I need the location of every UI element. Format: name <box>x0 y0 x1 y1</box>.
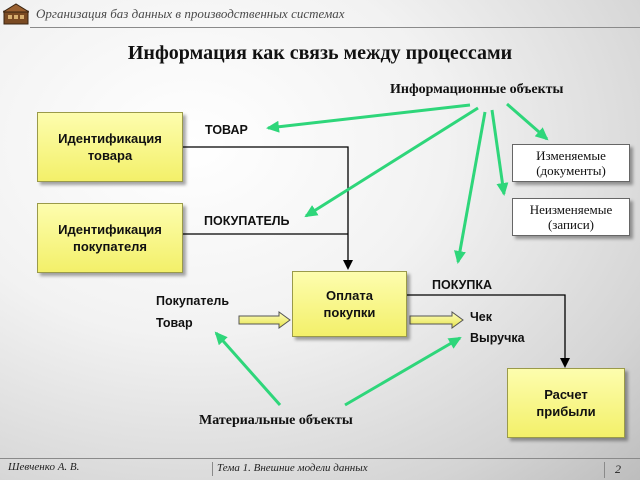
arrow-to-tovar <box>266 103 471 133</box>
block-arrow-out <box>409 311 464 329</box>
header-divider <box>30 27 640 28</box>
header: Организация баз данных в производственны… <box>0 0 640 30</box>
page-number: 2 <box>604 462 631 478</box>
label-pokupka: ПОКУПКА <box>432 278 493 292</box>
box-ident-tovar-line1: Идентификация <box>58 131 162 146</box>
arrow-to-pokupka <box>454 111 487 264</box>
label-pokupatel: ПОКУПАТЕЛЬ <box>204 214 290 228</box>
page-title: Информация как связь между процессами <box>127 42 513 64</box>
arrow-to-pokupatel <box>304 106 479 218</box>
box-raschet: Расчет прибыли <box>507 368 625 438</box>
label-tovar: ТОВАР <box>205 123 248 137</box>
box-raschet-line1: Расчет <box>544 387 588 402</box>
line-oplata-to-raschet <box>406 294 570 368</box>
material-object-arrows <box>214 331 462 407</box>
box-ident-pokupatel-line2: покупателя <box>72 239 148 254</box>
label-input-pokupatel: Покупатель <box>156 294 230 308</box>
footer-divider <box>0 458 640 459</box>
box-izmenyaemye: Изменяемые(документы) <box>512 144 630 182</box>
label-material-objects: Материальные объекты <box>199 413 353 428</box>
box-neizmenyaemye-line2: (записи) <box>547 217 595 232</box>
label-output-chek: Чек <box>470 310 492 324</box>
flow-lines <box>182 146 570 368</box>
box-izmenyaemye-line2: (документы) <box>536 163 606 178</box>
block-arrow-in <box>238 311 291 329</box>
box-izmenyaemye-line1: Изменяемые <box>536 148 606 163</box>
box-raschet-line2: прибыли <box>536 404 596 419</box>
arrow-to-outputs <box>344 336 462 407</box>
label-output-vyruchka: Выручка <box>470 331 525 345</box>
arrow-to-neizmenyaemye <box>490 109 509 196</box>
box-oplata-line2: покупки <box>323 305 376 320</box>
info-object-arrows <box>266 102 549 264</box>
label-input-tovar: Товар <box>156 316 193 330</box>
arrow-to-inputs <box>214 331 282 406</box>
header-title: Организация баз данных в производственны… <box>36 6 345 21</box>
footer-author: Шевченко А. В. <box>8 461 80 473</box>
box-ident-tovar: Идентификация товара <box>37 112 183 182</box>
box-neizmenyaemye: Неизменяемые(записи) <box>512 198 630 236</box>
footer-topic: Тема 1. Внешние модели данных <box>212 462 609 476</box>
box-oplata-line1: Оплата <box>325 288 374 303</box>
line-tovar-to-oplata <box>182 146 353 270</box>
box-oplata: Оплата покупки <box>292 271 407 337</box>
label-info-objects: Информационные объекты <box>390 82 564 97</box>
box-ident-pokupatel: Идентификация покупателя <box>37 203 183 273</box>
box-ident-tovar-line2: товара <box>87 148 133 163</box>
logo-icon <box>3 3 29 25</box>
arrow-to-izmenyaemye <box>506 102 549 141</box>
box-neizmenyaemye-line1: Неизменяемые <box>529 202 613 217</box>
box-ident-pokupatel-line1: Идентификация <box>58 222 162 237</box>
